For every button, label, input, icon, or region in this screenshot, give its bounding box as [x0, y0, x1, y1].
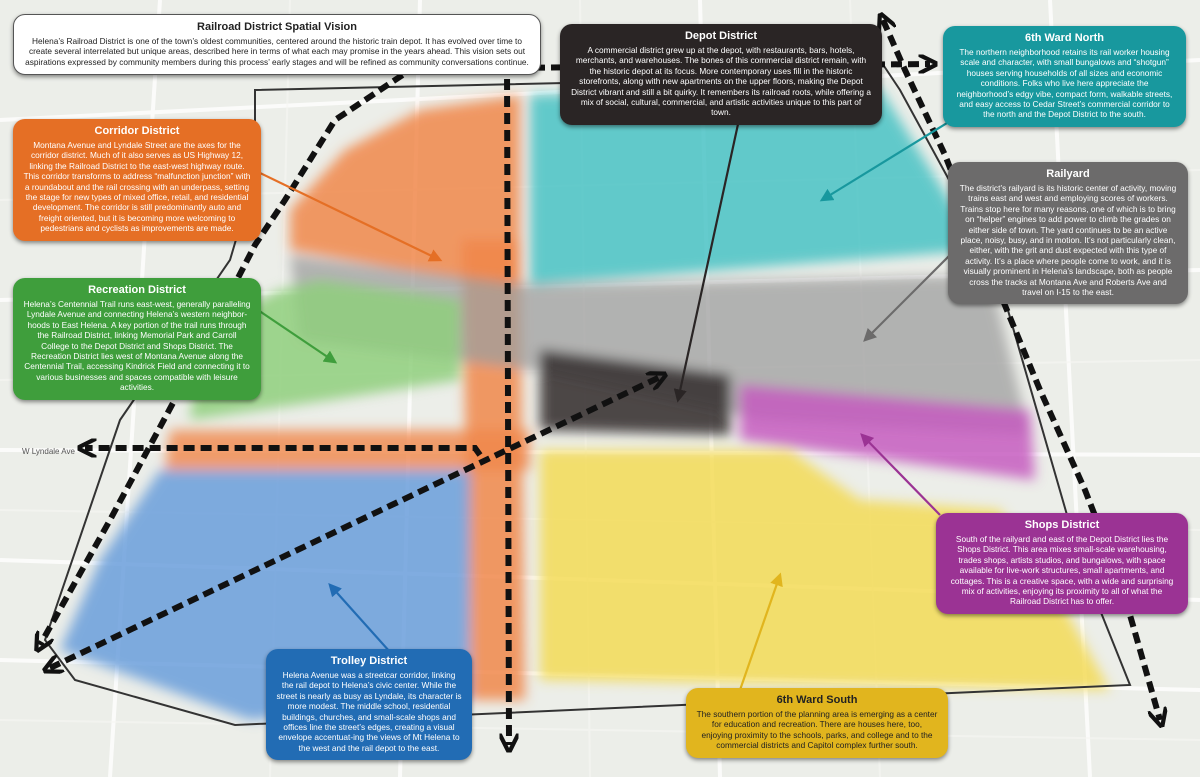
leader-ward-north	[819, 114, 961, 202]
arrow-diagonal	[50, 377, 660, 668]
callout-title: 6th Ward North	[1024, 32, 1105, 44]
zone-railyard	[290, 255, 1030, 435]
leader-shops	[860, 433, 941, 516]
zone-ward-north	[530, 88, 980, 285]
callout-6th-ward-north: 6th Ward North The northern neighborhood…	[943, 26, 1186, 127]
leader-ward-south	[738, 572, 783, 691]
callout-text: Montana Avenue and Lyndale Street are th…	[23, 140, 251, 234]
callout-depot-district: Depot District A commercial district gre…	[560, 24, 882, 125]
callout-text: Helena Avenue was a streetcar corridor, …	[276, 670, 462, 753]
callout-trolley-district: Trolley District Helena Avenue was a str…	[266, 649, 472, 761]
callout-leaders	[257, 114, 961, 691]
callout-title: Corridor District	[94, 125, 180, 137]
title-box: Railroad District Spatial Vision Helena’…	[13, 14, 541, 76]
callout-text: The southern portion of the planning are…	[696, 709, 938, 751]
callout-recreation-district: Recreation District Helena’s Centennial …	[13, 278, 261, 400]
leader-corridor	[257, 171, 443, 262]
callout-title: Depot District	[684, 30, 758, 42]
callout-title: Recreation District	[88, 284, 186, 296]
callout-text: A commercial district grew up at the dep…	[571, 45, 871, 118]
callout-shops-district: Shops District South of the railyard and…	[936, 513, 1188, 614]
callout-title: Trolley District	[330, 655, 408, 667]
leader-trolley	[328, 583, 391, 653]
leader-depot	[673, 114, 742, 403]
callout-text: South of the railyard and east of the De…	[950, 534, 1174, 607]
arrow-montana-ave	[507, 61, 509, 745]
map-title: Railroad District Spatial Vision	[197, 21, 357, 33]
arrow-east-side	[883, 20, 1160, 720]
callout-6th-ward-south: 6th Ward South The southern portion of t…	[686, 688, 948, 758]
map-intro: Helena’s Railroad District is one of the…	[25, 36, 529, 67]
callout-text: The district’s railyard is its historic …	[959, 183, 1177, 298]
callout-text: Helena’s Centennial Trail runs east-west…	[23, 299, 251, 393]
leader-recreation	[257, 309, 338, 364]
callout-railyard: Railyard The district’s railyard is its …	[948, 162, 1188, 305]
callout-corridor-district: Corridor District Montana Avenue and Lyn…	[13, 119, 261, 241]
callout-title: 6th Ward South	[776, 694, 858, 706]
map-label-lyndale: W Lyndale Ave	[22, 447, 75, 456]
leader-railyard	[863, 244, 961, 342]
callout-title: Railyard	[1046, 168, 1090, 180]
callout-title: Shops District	[1024, 519, 1100, 531]
callout-text: The northern neighborhood retains its ra…	[956, 47, 1173, 120]
